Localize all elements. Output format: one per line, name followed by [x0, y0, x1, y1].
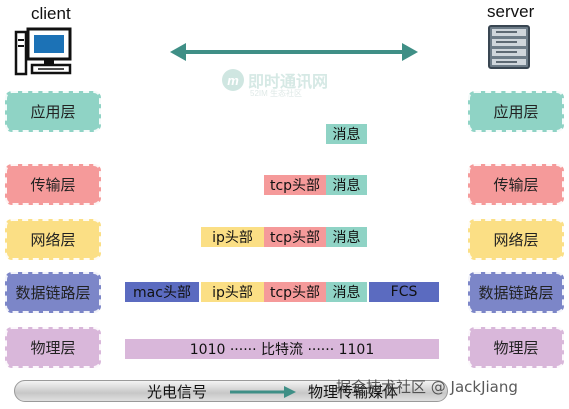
datalink-fcs-tag: FCS — [369, 282, 439, 302]
datalink-tcp-header-tag: tcp头部 — [264, 282, 326, 302]
server-layer-network: 网络层 — [468, 219, 564, 260]
network-message-tag: 消息 — [326, 227, 367, 247]
logo-subtitle: 52IM 生态社区 — [250, 89, 303, 98]
optical-signal-label: 光电信号 — [147, 383, 208, 401]
server-label: server — [487, 2, 535, 21]
server-layer-transport: 传输层 — [468, 164, 564, 205]
server-layer-application: 应用层 — [468, 91, 564, 132]
transport-tcp-header-tag: tcp头部 — [264, 175, 326, 195]
logo-badge: m — [222, 69, 244, 91]
physical-bitstream-tag: 1010 ······ 比特流 ······ 1101 — [125, 339, 439, 359]
transmission-media-label: 物理传输媒体 — [308, 383, 399, 401]
server-layer-datalink: 数据链路层 — [468, 272, 564, 313]
client-label: client — [31, 4, 71, 23]
server-icon — [488, 25, 530, 69]
datalink-message-tag: 消息 — [326, 282, 367, 302]
server-layer-physical: 物理层 — [468, 327, 564, 368]
client-layer-physical: 物理层 — [5, 327, 101, 368]
network-tcp-header-tag: tcp头部 — [264, 227, 326, 247]
client-layer-application: 应用层 — [5, 91, 101, 132]
right-arrow-icon — [230, 386, 296, 398]
app-message-tag: 消息 — [326, 124, 367, 144]
client-layer-transport: 传输层 — [5, 164, 101, 205]
transport-message-tag: 消息 — [326, 175, 367, 195]
datalink-ip-header-tag: ip头部 — [201, 282, 264, 302]
watermark: 掘金技术社区 @ JackJiang — [336, 378, 518, 396]
client-layer-network: 网络层 — [5, 219, 101, 260]
logo: m 即时通讯网 — [222, 68, 328, 92]
double-arrow-icon — [170, 43, 418, 61]
datalink-mac-header-tag: mac头部 — [125, 282, 199, 302]
computer-icon — [14, 27, 72, 76]
client-layer-datalink: 数据链路层 — [5, 272, 101, 313]
logo-text: 即时通讯网 — [248, 72, 329, 91]
network-ip-header-tag: ip头部 — [201, 227, 264, 247]
